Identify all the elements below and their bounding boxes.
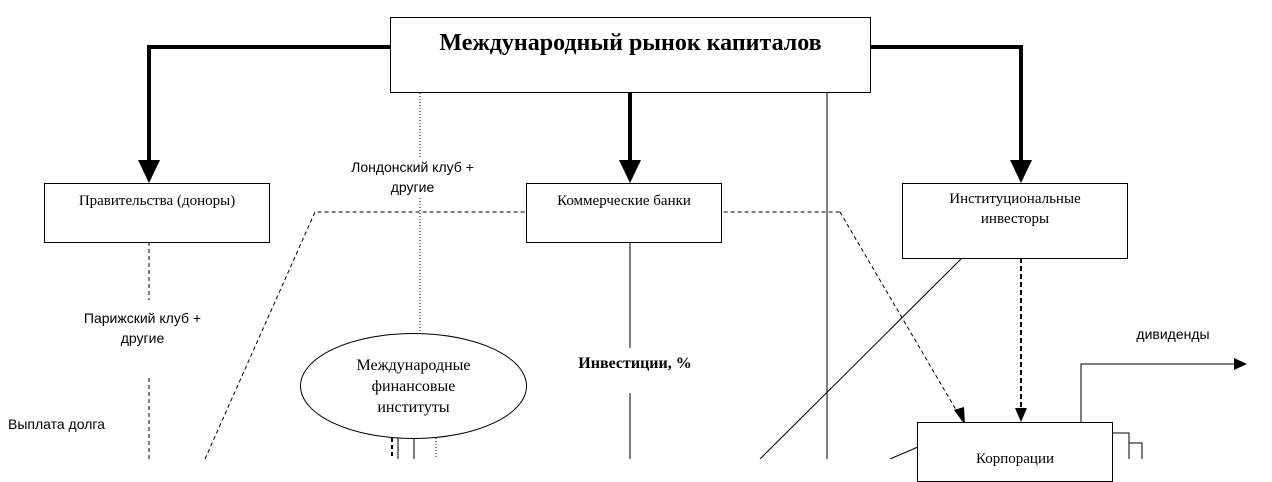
ifi-ellipse: Международные финансовые институты — [300, 333, 527, 439]
dividends-arrow — [1080, 363, 1236, 422]
arrowhead-dividends — [1234, 358, 1247, 370]
solid-institutional-diagonal — [759, 257, 963, 459]
governments-label: Правительства (доноры) — [78, 193, 236, 209]
paris-club-line2: другие — [120, 330, 165, 346]
paris-club-line1: Парижский клуб + — [83, 310, 202, 326]
ifi-label-line3: институты — [377, 398, 450, 416]
arrowhead-institutional-corporations — [1015, 408, 1027, 422]
debt-payment-text: Выплата долга — [8, 416, 105, 432]
arrowhead-institutional — [1010, 160, 1032, 183]
ifi-label-line2: финансовые — [371, 377, 456, 395]
arrow-to-governments — [147, 45, 390, 162]
institutional-label-line1: Институциональные — [949, 191, 1081, 207]
banks-label: Коммерческие банки — [557, 193, 691, 209]
paris-club-label: Парижский клуб + другие — [65, 308, 220, 348]
arrowhead-dashed-corporations — [954, 407, 965, 425]
arrow-to-institutional — [870, 45, 1023, 162]
dashed-arrow-to-corporations — [839, 211, 963, 421]
ifi-label-line1: Международные — [356, 356, 471, 374]
investments-text: Инвестиции, % — [578, 355, 692, 372]
london-club-label: Лондонский клуб + другие — [330, 157, 495, 197]
debt-payment-label: Выплата долга — [8, 414, 128, 434]
dividends-text: дивиденды — [1136, 326, 1210, 342]
institutional-label-line2: инвесторы — [980, 211, 1050, 227]
dashed-cross-line — [204, 211, 840, 459]
title-box: Международный рынок капиталов — [390, 17, 871, 93]
corporations-diagonal — [889, 446, 919, 459]
dividends-label: дивиденды — [1118, 324, 1228, 344]
governments-box: Правительства (доноры) — [44, 183, 270, 243]
institutional-box: Институциональные инвесторы — [902, 183, 1128, 259]
corporations-box: Корпорации — [917, 422, 1113, 482]
page-title: Международный рынок капиталов — [439, 29, 822, 56]
corporations-label: Корпорации — [975, 451, 1055, 467]
london-club-line2: другие — [390, 179, 435, 195]
london-club-line1: Лондонский клуб + — [351, 159, 474, 175]
arrowhead-banks — [619, 160, 641, 183]
arrowhead-governments — [138, 160, 160, 183]
investments-label: Инвестиции, % — [570, 354, 700, 374]
banks-box: Коммерческие банки — [526, 183, 722, 243]
